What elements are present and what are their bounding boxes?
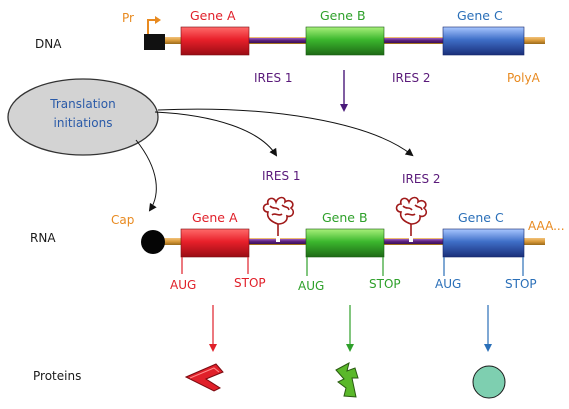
rna-ires1-label: IRES 1 xyxy=(262,169,301,183)
rna-ires2-label: IRES 2 xyxy=(402,172,441,186)
rna-gene-c xyxy=(442,228,525,258)
arrow-to-ires1 xyxy=(154,111,278,157)
polya-label: PolyA xyxy=(507,71,541,85)
dna-gene-b xyxy=(305,26,385,56)
gene-a-start-codon: AUG xyxy=(170,278,196,292)
dna-gene-b-label: Gene B xyxy=(320,8,366,23)
dna-label: DNA xyxy=(35,37,62,51)
protein-c-icon xyxy=(472,365,506,399)
dna-linker-bc xyxy=(384,38,444,43)
dna-ires2-label: IRES 2 xyxy=(392,71,431,85)
promoter-arrow-icon xyxy=(147,16,161,37)
gene-a-stop-codon: STOP xyxy=(234,276,266,290)
rna-gene-b-label: Gene B xyxy=(322,210,368,225)
rna-label: RNA xyxy=(30,231,56,245)
dna-linker-ab xyxy=(248,38,306,43)
promoter-box xyxy=(144,34,165,50)
translation-initiations-ellipse xyxy=(7,78,159,156)
gene-b-stop-codon: STOP xyxy=(369,277,401,291)
translation-label-line2: initiations xyxy=(54,116,113,130)
gene-c-stop-codon: STOP xyxy=(505,277,537,291)
dna-gene-a-label: Gene A xyxy=(190,8,236,23)
promoter-label: Pr xyxy=(122,11,134,25)
rna-gene-a xyxy=(180,228,250,258)
cap-label: Cap xyxy=(111,213,134,227)
ires2-structure-icon xyxy=(395,196,428,239)
rna-gene-b xyxy=(305,228,385,258)
rna-linker-bc xyxy=(384,239,444,244)
rna-gene-c-label: Gene C xyxy=(458,210,504,225)
poly-a-tail-label: AAA... xyxy=(528,219,565,233)
protein-b-icon xyxy=(335,362,359,398)
cap-icon xyxy=(141,230,165,254)
ires1-structure-icon xyxy=(262,196,295,239)
dna-gene-a xyxy=(180,26,250,56)
proteins-label: Proteins xyxy=(33,369,81,383)
gene-b-start-codon: AUG xyxy=(298,279,324,293)
rna-gene-a-label: Gene A xyxy=(192,210,238,225)
arrow-to-ires2 xyxy=(157,108,414,157)
dna-gene-c-label: Gene C xyxy=(457,8,503,23)
dna-ires1-label: IRES 1 xyxy=(254,71,293,85)
arrow-to-cap xyxy=(135,139,157,212)
dna-gene-c xyxy=(442,26,525,56)
protein-a-icon xyxy=(184,363,224,392)
ires1-marker xyxy=(276,236,280,242)
ires2-marker xyxy=(409,236,413,242)
gene-c-start-codon: AUG xyxy=(435,277,461,291)
translation-label-line1: Translation xyxy=(49,97,115,111)
